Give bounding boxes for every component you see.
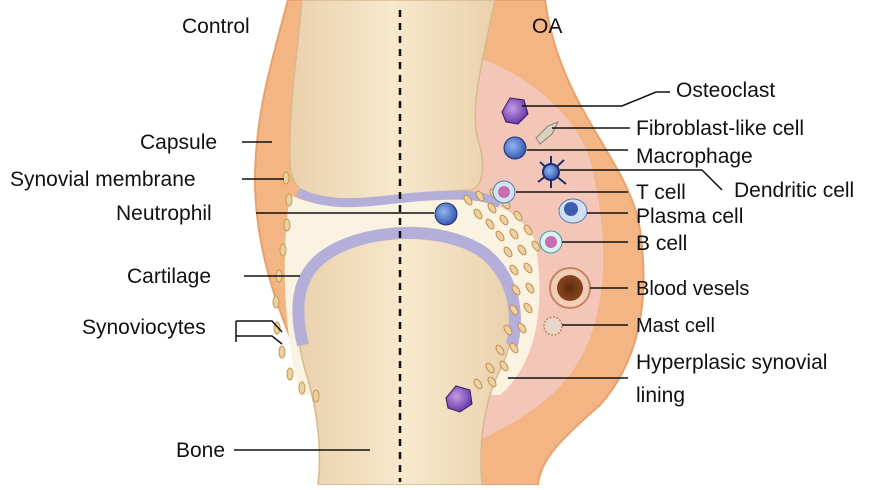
label-b-cell: B cell xyxy=(636,233,687,254)
label-blood-vessels: Blood vesels xyxy=(636,279,749,299)
label-capsule: Capsule xyxy=(140,132,217,153)
label-osteoclast: Osteoclast xyxy=(676,80,775,101)
label-bone: Bone xyxy=(176,440,225,461)
blood-vessel-icon xyxy=(550,268,590,308)
label-dendritic: Dendritic cell xyxy=(734,180,854,201)
header-oa: OA xyxy=(532,16,562,37)
label-fibroblast: Fibroblast-like cell xyxy=(636,118,804,139)
label-macrophage: Macrophage xyxy=(636,146,753,167)
plasma-cell-icon xyxy=(559,199,587,223)
label-cartilage: Cartilage xyxy=(127,266,211,287)
b-cell-icon xyxy=(540,231,562,253)
header-control: Control xyxy=(182,16,250,37)
mast-cell-icon xyxy=(544,317,562,335)
label-neutrophil: Neutrophil xyxy=(116,203,212,224)
neutrophil-icon xyxy=(435,203,457,225)
label-plasma-cell: Plasma cell xyxy=(636,206,743,227)
label-hyperplasic-line2: lining xyxy=(636,385,685,406)
label-hyperplasic-line1: Hyperplasic synovial xyxy=(636,352,827,373)
label-t-cell: T cell xyxy=(636,182,686,203)
label-synoviocytes: Synoviocytes xyxy=(82,317,206,338)
upper-bone xyxy=(290,0,495,203)
label-synovial-membrane: Synovial membrane xyxy=(10,169,196,190)
t-cell-icon xyxy=(493,181,515,203)
macrophage-icon xyxy=(504,137,526,159)
lower-bone xyxy=(297,228,513,485)
label-mast-cell: Mast cell xyxy=(636,316,715,336)
